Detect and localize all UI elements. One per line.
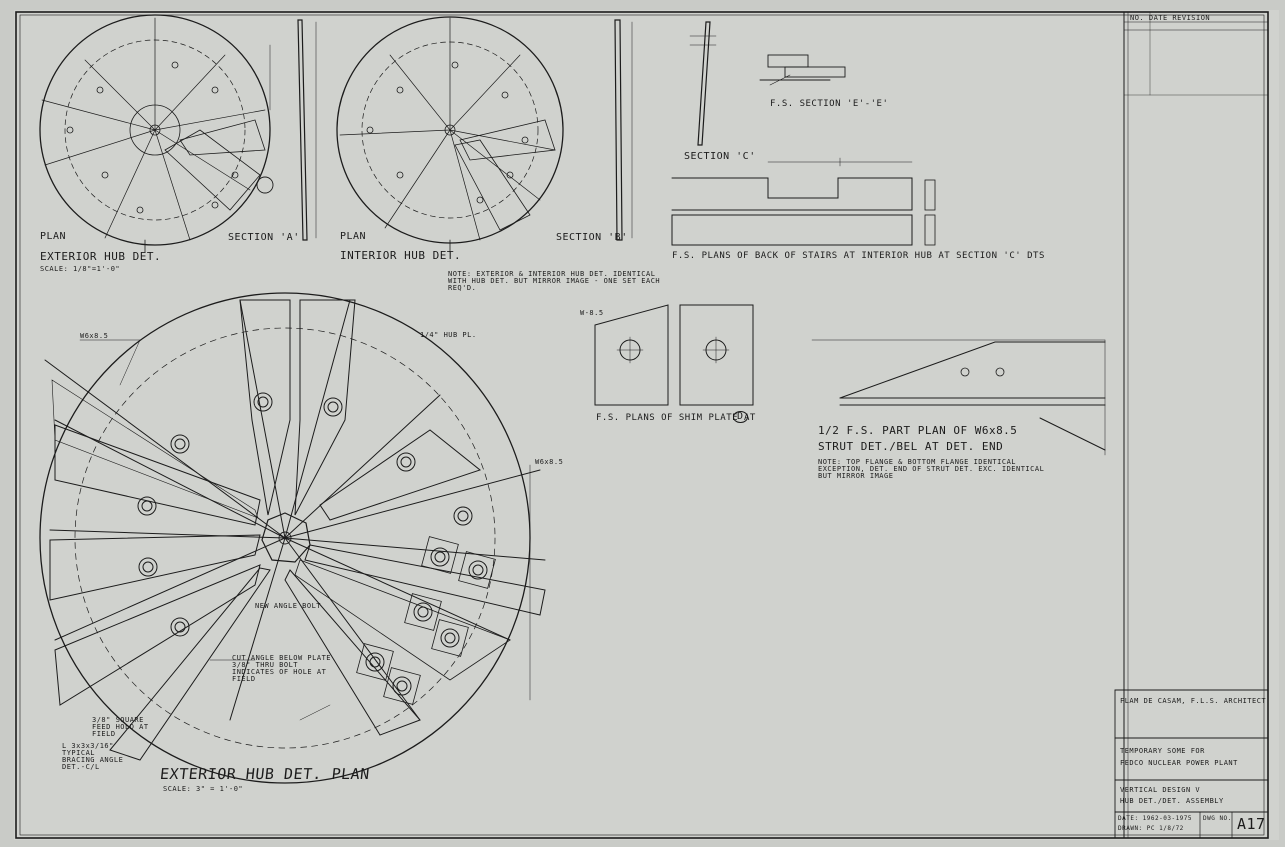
callout-w6-right: W6x8.5 bbox=[535, 458, 564, 466]
large-plan-scale: SCALE: 3" = 1'-0" bbox=[163, 785, 244, 793]
title-block-sheet-subtitle: HUB DET./DET. ASSEMBLY bbox=[1120, 797, 1224, 805]
section-b-profile bbox=[614, 19, 633, 241]
small-int-plan-subtitle: INTERIOR HUB DET. bbox=[340, 249, 462, 262]
sheet-border bbox=[15, 11, 1269, 839]
section-a-profile bbox=[269, 19, 317, 241]
callout-cut-angle: CUT ANGLE BELOW PLATE 3/8" THRU BOLT IND… bbox=[232, 654, 332, 683]
back-of-stairs-plans bbox=[671, 157, 936, 246]
w6-part-plan bbox=[811, 339, 1106, 456]
exterior-hub-large-plan bbox=[39, 292, 546, 784]
section-a-title: SECTION 'A' bbox=[228, 232, 300, 243]
revision-header: NO. DATE REVISION bbox=[1130, 14, 1211, 22]
small-ext-plan-scale: SCALE: 1/8"=1'-0" bbox=[40, 265, 121, 273]
title-block-firm: FLAM DE CASAM, F.L.S. ARCHITECT bbox=[1120, 697, 1267, 705]
callout-hub-plate: 1/4" HUB PL. bbox=[420, 331, 477, 339]
title-block-drawn: DRAWN: PC 1/8/72 bbox=[1118, 825, 1184, 832]
small-int-plan-title: PLAN bbox=[340, 231, 367, 242]
shim-plate-detail bbox=[594, 304, 754, 406]
shim-plate-marker: D bbox=[733, 411, 748, 423]
section-e-detail bbox=[759, 54, 846, 86]
title-block-sheet-title: VERTICAL DESIGN V bbox=[1120, 786, 1201, 794]
exterior-hub-small-plan bbox=[39, 14, 274, 253]
callout-square-feed: 3/8" SQUARE FEED HOLD AT FIELD bbox=[92, 716, 149, 738]
section-c-title: SECTION 'C' bbox=[684, 151, 756, 162]
title-block-sheet-label: DWG NO. bbox=[1203, 815, 1232, 822]
large-plan-title: EXTERIOR HUB DET. PLAN bbox=[159, 765, 371, 783]
section-c-profile bbox=[689, 21, 717, 146]
small-ext-plan-subtitle: EXTERIOR HUB DET. bbox=[40, 250, 162, 263]
shim-plate-title: F.S. PLANS OF SHIM PLATE AT bbox=[596, 413, 756, 423]
callout-new-angle-bolt: NEW ANGLE BOLT bbox=[255, 602, 322, 610]
small-ext-plan-title: PLAN bbox=[40, 231, 67, 242]
part-plan-note: NOTE: TOP FLANGE & BOTTOM FLANGE IDENTIC… bbox=[818, 458, 1045, 480]
section-e-title: F.S. SECTION 'E'-'E' bbox=[770, 99, 889, 109]
sheet-number: A17 bbox=[1237, 815, 1266, 833]
interior-hub-small-plan bbox=[336, 16, 564, 253]
part-plan-subtitle: STRUT DET./BEL AT DET. END bbox=[818, 440, 1004, 453]
section-b-title: SECTION 'B' bbox=[556, 232, 628, 243]
callout-bracing-angle: L 3x3x3/16" TYPICAL BRACING ANGLE DET.-C… bbox=[62, 742, 124, 771]
part-plan-title: 1/2 F.S. PART PLAN OF W6x8.5 bbox=[818, 424, 1018, 437]
callout-w85: W-8.5 bbox=[580, 309, 604, 317]
title-block-date: DATE: 1962-03-1975 bbox=[1118, 815, 1193, 822]
hub-note: NOTE: EXTERIOR & INTERIOR HUB DET. IDENT… bbox=[448, 270, 661, 292]
title-block-client: TEMPORARY SOME FOR bbox=[1120, 747, 1205, 755]
callout-w6-top: W6x8.5 bbox=[80, 332, 109, 340]
back-of-stairs-title: F.S. PLANS OF BACK OF STAIRS AT INTERIOR… bbox=[672, 251, 1045, 261]
title-block-project: FEDCO NUCLEAR POWER PLANT bbox=[1120, 759, 1238, 767]
